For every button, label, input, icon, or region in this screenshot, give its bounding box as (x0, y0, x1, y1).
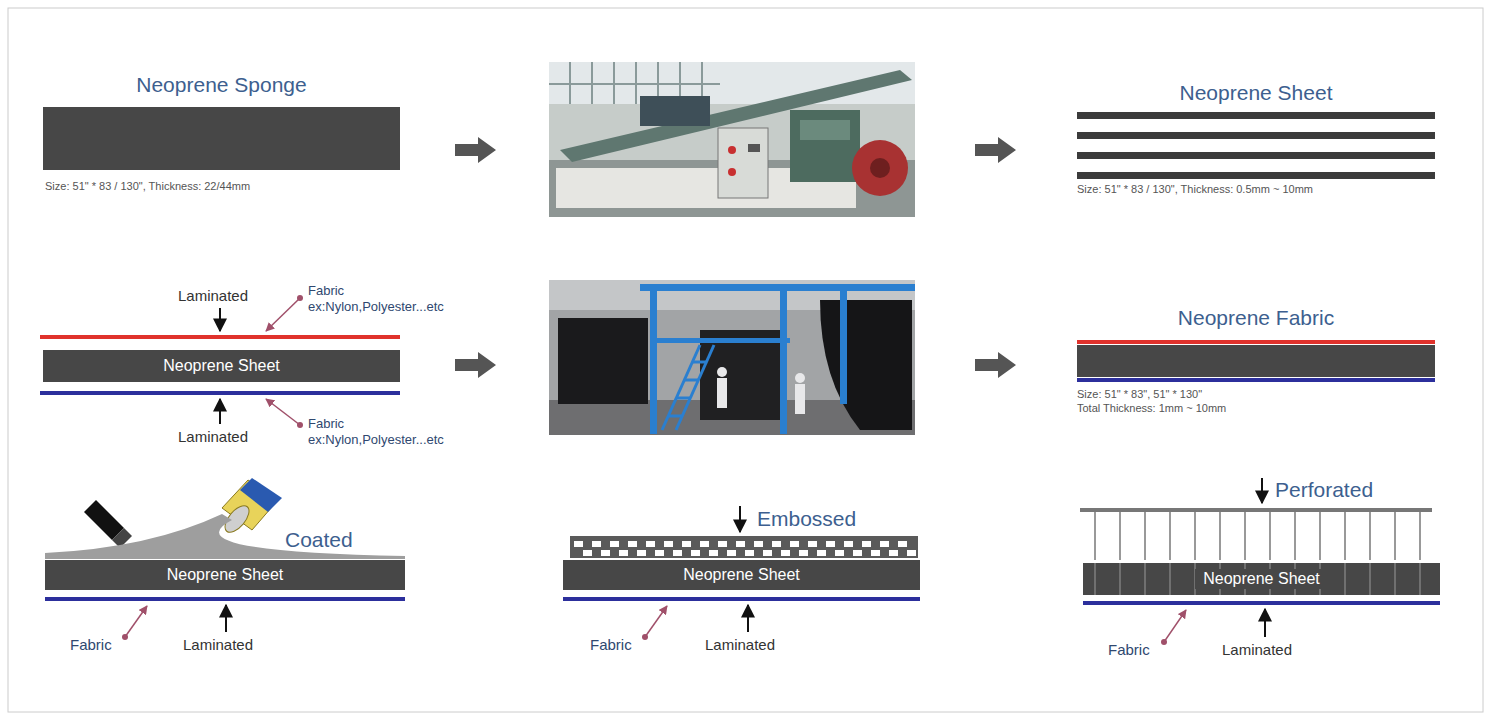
leader-line (1164, 610, 1186, 642)
leader-line (125, 606, 147, 637)
sheet-layer: Neoprene Sheet (1083, 563, 1440, 595)
node-text: Neoprene Sheet (683, 566, 800, 584)
press-arrow (225, 605, 227, 632)
press-arrow (1261, 478, 1263, 503)
material-label: Fabric (1108, 641, 1150, 659)
fabric-layer (40, 391, 400, 395)
process-title: Embossed (757, 506, 856, 531)
slicing-machine-photo (549, 62, 915, 217)
process-arrows (455, 137, 1016, 378)
size-note: Size: 51" * 83", 51" * 130" (1077, 388, 1202, 401)
process-title: Perforated (1275, 477, 1373, 502)
fabric-shape (1077, 340, 1435, 382)
perforating-needles (1080, 510, 1432, 560)
size-note: Total Thickness: 1mm ~ 10mm (1077, 402, 1226, 415)
fabric-layer (45, 597, 405, 601)
material-label: Fabric ex:Nylon,Polyester...etc (308, 416, 483, 447)
node-heading: Neoprene Fabric (1178, 306, 1334, 330)
process-label: Laminated (705, 636, 775, 654)
material-label: Fabric (70, 636, 112, 654)
process-label: Laminated (1222, 641, 1292, 659)
size-note: Size: 51" * 83 / 130", Thickness: 0.5mm … (1077, 183, 1313, 196)
press-arrow (747, 605, 749, 632)
process-label: Laminated (178, 428, 248, 446)
node-text: Neoprene Sheet (167, 566, 284, 584)
node-text: Neoprene Sheet (1195, 569, 1328, 589)
sheet-layer: Neoprene Sheet (43, 350, 400, 382)
node-heading: Neoprene Sheet (1180, 81, 1333, 105)
material-label: Fabric ex:Nylon,Polyester...etc (308, 283, 483, 314)
node-heading: Neoprene Sponge (136, 73, 306, 97)
fabric-layer (563, 597, 920, 601)
sponge-block: Neoprene Sponge (43, 107, 400, 170)
process-title: Coated (285, 527, 353, 552)
node-text: Neoprene Sheet (163, 357, 280, 375)
material-label: Fabric (590, 636, 632, 654)
press-arrow (219, 399, 221, 424)
press-arrow (739, 506, 741, 532)
press-arrow (1264, 609, 1266, 637)
frame (8, 8, 1483, 712)
fabric-layer (1083, 601, 1440, 605)
fabric-stack: Neoprene Fabric (1077, 340, 1435, 382)
paint-bucket-icon (221, 478, 282, 536)
brush-icon (84, 500, 132, 548)
press-arrow (219, 308, 221, 331)
sheet-layer: Neoprene Sheet (45, 560, 405, 590)
sheet-stack: Neoprene Sheet (1077, 112, 1435, 179)
emboss-pattern (570, 536, 918, 558)
laminating-line-photo (549, 280, 915, 435)
coating-layer (45, 514, 405, 559)
leader-line (645, 606, 667, 637)
fabric-layer (40, 335, 400, 339)
stripes-shape (1077, 112, 1435, 179)
process-label: Laminated (183, 636, 253, 654)
sheet-layer: Neoprene Sheet (563, 560, 920, 590)
size-note: Size: 51" * 83 / 130", Thickness: 22/44m… (45, 180, 250, 193)
process-label: Laminated (178, 287, 248, 305)
